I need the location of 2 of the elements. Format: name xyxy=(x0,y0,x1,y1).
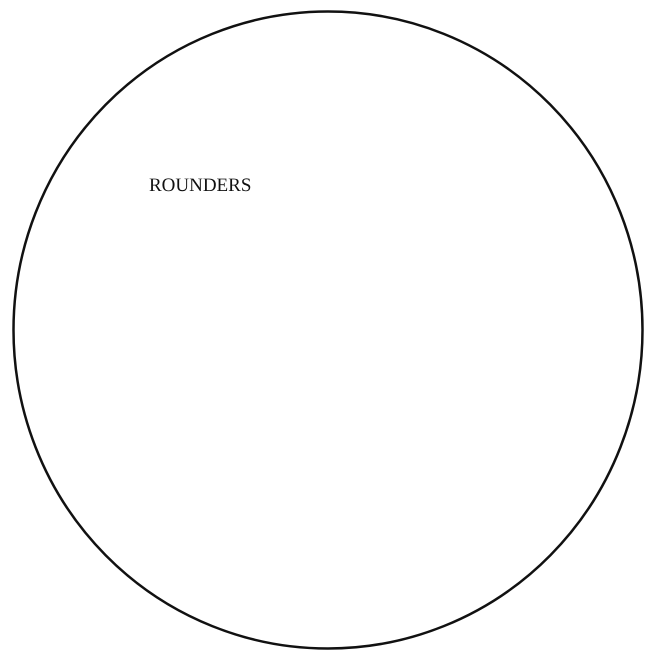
circle-label: ROUNDERS xyxy=(149,175,252,197)
circle-outline xyxy=(12,10,644,650)
